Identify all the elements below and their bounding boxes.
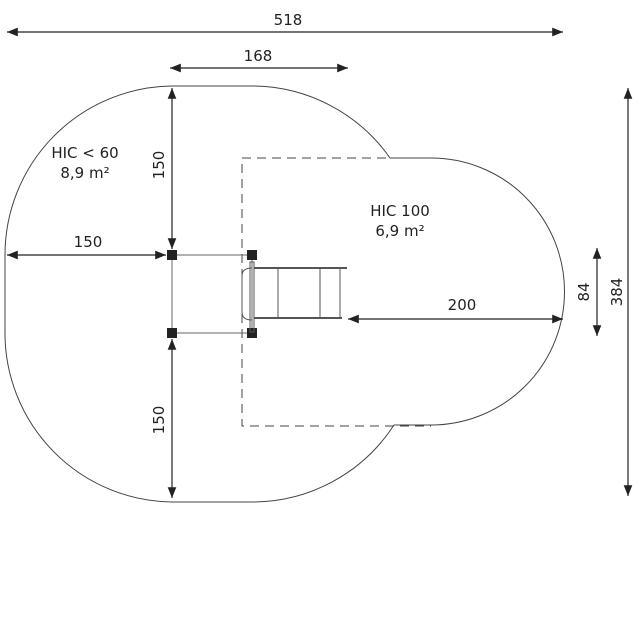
label-bottom-clearance: 150: [150, 406, 168, 435]
label-platform-width: 168: [244, 47, 273, 65]
label-total-depth: 384: [608, 278, 626, 307]
post-icon: [167, 328, 177, 338]
slide: [241, 261, 347, 333]
label-slide-width: 84: [575, 282, 593, 301]
safety-zone-outline: [4, 85, 565, 503]
label-left-clearance: 150: [74, 233, 103, 251]
hic60-area: 8,9 m²: [60, 164, 109, 182]
label-top-clearance: 150: [150, 151, 168, 180]
label-total-width: 518: [274, 11, 303, 29]
hic100-title: HIC 100: [370, 202, 430, 220]
post-icon: [247, 328, 257, 338]
hic100-zone-boundary: [241, 157, 431, 427]
platform: [167, 250, 257, 338]
post-icon: [167, 250, 177, 260]
hic100-area: 6,9 m²: [375, 222, 424, 240]
post-icon: [247, 250, 257, 260]
label-slide-runout: 200: [448, 296, 477, 314]
hic60-title: HIC < 60: [51, 144, 118, 162]
